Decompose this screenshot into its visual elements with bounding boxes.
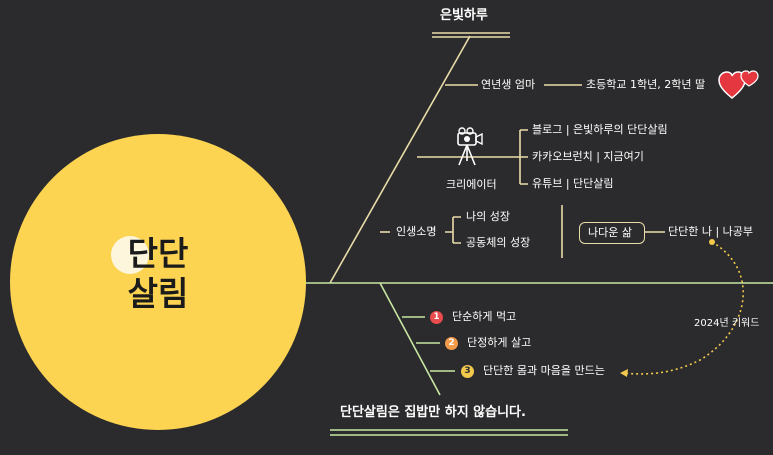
spine-line bbox=[329, 35, 471, 284]
arrow-head bbox=[620, 369, 628, 377]
badge-3: 3 bbox=[461, 365, 474, 378]
dotted-arrow bbox=[621, 241, 744, 375]
creator-item-blog: 블로그 | 은빛하루의 단단살림 bbox=[532, 123, 668, 136]
center-title: 단단 살림 bbox=[108, 234, 208, 314]
center-title-line1: 단단 bbox=[127, 234, 189, 273]
camera-tripod-icon bbox=[457, 127, 483, 166]
family-label: 연년생 엄마 bbox=[481, 78, 536, 91]
lower-item-1: 단순하게 먹고 bbox=[452, 310, 517, 323]
center-circle bbox=[10, 134, 306, 430]
keyword-note: 2024년 키워드 bbox=[694, 318, 760, 329]
title-highlight bbox=[111, 236, 149, 274]
badge-1: 1 bbox=[430, 311, 443, 324]
mission-pill-label: 나다운 삶 bbox=[588, 226, 632, 239]
creator-label: 크리에이터 bbox=[446, 178, 497, 191]
lower-spine bbox=[379, 282, 441, 396]
mission-bracket bbox=[445, 216, 461, 244]
mission-pill bbox=[579, 222, 645, 244]
mission-item-self: 나의 성장 bbox=[466, 210, 510, 223]
arrow-start-dot bbox=[709, 239, 715, 245]
mission-item-community: 공동체의 성장 bbox=[466, 236, 531, 249]
lower-item-2: 단정하게 살고 bbox=[467, 336, 532, 349]
lower-item-3: 단단한 몸과 마음을 만드는 bbox=[483, 364, 605, 377]
top-title: 은빛하루 bbox=[440, 8, 488, 23]
creator-item-brunch: 카카오브런치 | 지금여기 bbox=[532, 150, 644, 163]
mission-label: 인생소명 bbox=[396, 225, 437, 238]
creator-item-youtube: 유튜브 | 단단살림 bbox=[532, 177, 614, 190]
bottom-title: 단단살림은 집밥만 하지 않습니다. bbox=[340, 405, 526, 420]
center-title-line2: 살림 bbox=[127, 274, 189, 313]
heart-icon bbox=[718, 70, 759, 99]
family-detail: 초등학교 1학년, 2학년 딸 bbox=[586, 78, 706, 91]
mission-result: 단단한 나 | 나공부 bbox=[668, 225, 754, 238]
creator-bracket bbox=[500, 129, 528, 185]
badge-2: 2 bbox=[445, 337, 458, 350]
